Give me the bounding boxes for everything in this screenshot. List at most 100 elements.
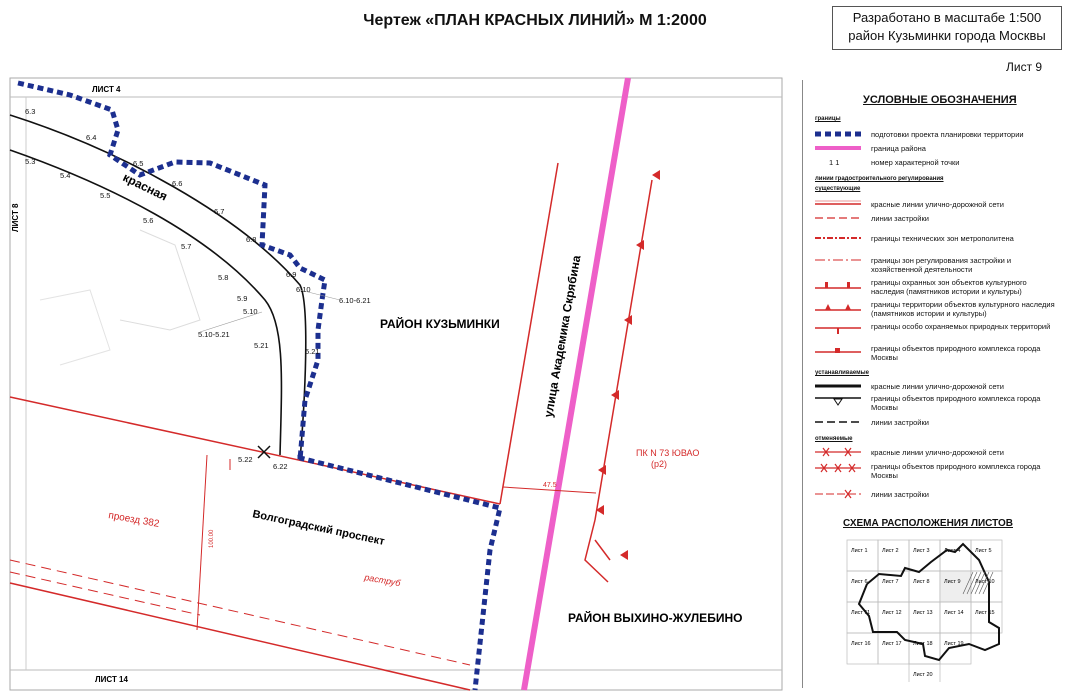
legend-header-lines: линии градостроительного регулирования (815, 176, 944, 182)
legend-symbol-protected-natural (815, 327, 861, 334)
svg-text:6.5: 6.5 (133, 159, 143, 168)
legend-symbol-heritage-territory (815, 304, 861, 311)
scheme-cell-label: Лист 8 (913, 579, 930, 585)
bottom-sheet-label: ЛИСТ 14 (95, 675, 129, 684)
scheme-cell-label: Лист 10 (975, 579, 995, 585)
scheme-cell: Лист 15 (970, 601, 1003, 634)
scheme-cell: Лист 8 (908, 570, 941, 603)
legend-building-lines: линии застройки (871, 214, 929, 223)
building-line-dashed-2 (9, 571, 201, 616)
legend-symbol-building (815, 217, 861, 219)
scheme-cell-label: Лист 11 (851, 610, 870, 616)
legend-symbol-est-red (815, 384, 861, 388)
drawing-title: Чертеж «ПЛАН КРАСНЫХ ЛИНИЙ» М 1:2000 (363, 12, 707, 29)
scheme-cell-label: Лист 6 (851, 579, 868, 585)
legend-planning-border: подготовки проекта планировки территории (871, 130, 1024, 139)
red-line-branch (584, 519, 609, 583)
passage-label: проезд 382 (107, 510, 160, 530)
svg-text:5.10: 5.10 (243, 307, 258, 316)
legend-regulation-zones: границы зон регулирования застройки и хо… (871, 256, 1012, 274)
red-line-skryabina-west (499, 162, 559, 505)
svg-text:5.5: 5.5 (100, 191, 110, 200)
legend-symbol-natural-complex (815, 348, 861, 353)
hatch-line (982, 571, 994, 595)
left-sheet-label: ЛИСТ 8 (11, 203, 20, 232)
svg-text:6.3: 6.3 (25, 107, 35, 116)
planning-border (17, 80, 504, 691)
svg-text:5.4: 5.4 (60, 171, 70, 180)
sheet-number: Лист 9 (1006, 60, 1043, 74)
legend-header-existing: существующие (815, 186, 861, 192)
svg-text:5.3: 5.3 (25, 157, 35, 166)
stamp-box: Разработано в масштабе 1:500 район Кузьм… (832, 6, 1062, 50)
scheme-cell: Лист 16 (846, 632, 879, 665)
scheme-cell-label: Лист 13 (913, 610, 933, 616)
scheme-cell-label: Лист 14 (944, 610, 964, 616)
legend-natural-complex: границы объектов природного комплекса го… (871, 344, 1041, 362)
pk-sub-label: (р2) (651, 459, 667, 469)
district-vykhino-label: РАЙОН ВЫХИНО-ЖУЛЕБИНО (568, 610, 742, 625)
legend-header-established: устанавливаемые (815, 370, 869, 376)
legend-panel: УСЛОВНЫЕ ОБОЗНАЧЕНИЯ границы подготовки … (802, 80, 1071, 688)
legend-district-border: граница района (871, 144, 926, 153)
red-line-prospect-south (9, 582, 471, 691)
dimension-line (502, 486, 597, 494)
legend-symbol-red-lines (815, 200, 861, 205)
scheme-cell-label: Лист 12 (882, 610, 902, 616)
hatch-line (962, 571, 974, 595)
hatch-line (966, 571, 978, 595)
top-sheet-label: ЛИСТ 4 (92, 85, 121, 94)
map-frame (9, 77, 783, 691)
heritage-markers (596, 170, 660, 560)
svg-text:6.22: 6.22 (273, 462, 288, 471)
svg-text:5.10-5.21: 5.10-5.21 (198, 330, 230, 339)
legend-header-borders: границы (815, 116, 841, 122)
svg-text:5.21: 5.21 (254, 341, 269, 350)
legend-symbol-can-building (815, 489, 861, 499)
legend-point-symbol: 1 1 (829, 158, 840, 167)
scheme-cell-label: Лист 7 (882, 579, 899, 585)
rastrub-label: раструб (363, 572, 402, 589)
district-outline (857, 542, 1000, 662)
road-red-line-outer (9, 114, 307, 461)
svg-text:5.6: 5.6 (143, 216, 153, 225)
scheme-cell-label: Лист 17 (882, 641, 902, 647)
scheme-cell-label: Лист 20 (913, 672, 933, 678)
pk-label: ПК N 73 ЮВАО (636, 448, 699, 458)
legend-can-red: красные линии улично-дорожной сети (871, 448, 1004, 457)
legend-point-number: номер характерной точки (871, 158, 960, 167)
scheme-cell-label: Лист 9 (944, 579, 961, 585)
scheme-cell-label: Лист 1 (851, 548, 868, 554)
legend-can-natural: границы объектов природного комплекса го… (871, 462, 1041, 480)
legend-symbol-planning (815, 131, 861, 137)
legend-symbol-metro (815, 237, 861, 239)
svg-text:6.10-6.21: 6.10-6.21 (339, 296, 371, 305)
vertical-dimension (196, 454, 208, 631)
dimension-label-100: 100.00 (209, 529, 215, 548)
legend-title: УСЛОВНЫЕ ОБОЗНАЧЕНИЯ (863, 94, 1017, 106)
map-canvas: 47.5 100.00 ЛИСТ 4 ЛИСТ 14 ЛИСТ 8 РАЙОН … (9, 77, 783, 691)
svg-text:6.21: 6.21 (305, 347, 320, 356)
dimension-label-47: 47.5 (543, 482, 557, 489)
scheme-cell: Лист 19 (939, 632, 972, 665)
red-line-skryabina-east (594, 179, 653, 521)
svg-text:5.9: 5.9 (237, 294, 247, 303)
legend-est-red: красные линии улично-дорожной сети (871, 382, 1004, 391)
legend-symbol-can-red (815, 447, 861, 457)
legend-symbol-heritage-protect (815, 282, 861, 289)
red-line-branch-2 (594, 539, 611, 561)
scheme-cell-label: Лист 5 (975, 548, 992, 554)
scheme-cell: Лист 13 (908, 601, 941, 634)
svg-text:5.8: 5.8 (218, 273, 228, 282)
building-line-dashed (9, 559, 471, 666)
building-outline (119, 229, 201, 331)
scheme-cell-label: Лист 3 (913, 548, 930, 554)
prospect-label: Волгоградский проспект (251, 508, 386, 548)
point-numbers: 6.3 6.4 6.5 6.6 6.7 6.8 6.9 6.10 6.10-6.… (25, 107, 371, 471)
stamp-line-2: район Кузьминки города Москвы (848, 28, 1046, 43)
district-kuzminki-label: РАЙОН КУЗЬМИНКИ (380, 316, 500, 331)
svg-text:6.8: 6.8 (246, 235, 256, 244)
legend-protected-natural: границы особо охраняемых природных терри… (871, 322, 1051, 331)
svg-text:6.9: 6.9 (286, 270, 296, 279)
